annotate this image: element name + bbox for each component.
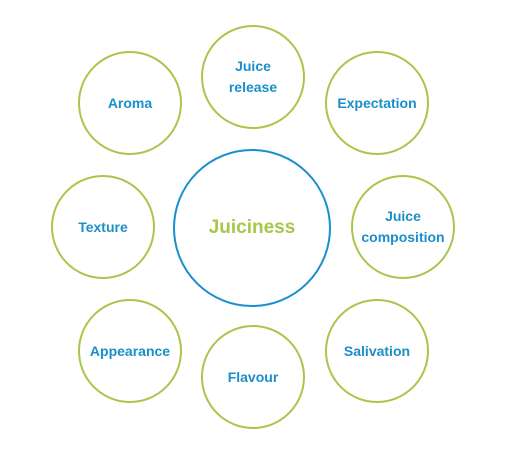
node-flavour: Flavour <box>201 325 305 429</box>
node-salivation-label: Salivation <box>343 342 411 359</box>
node-salivation: Salivation <box>325 299 429 403</box>
node-juice-composition-label: Juice composition <box>361 208 445 245</box>
node-appearance: Appearance <box>78 299 182 403</box>
node-flavour-label: Flavour <box>227 368 279 385</box>
node-juice-release: Juice release <box>201 25 305 129</box>
node-expectation: Expectation <box>325 51 429 155</box>
node-aroma-label: Aroma <box>107 94 153 111</box>
node-juice-release-label: Juice release <box>228 58 278 95</box>
node-texture-label: Texture <box>78 218 128 235</box>
center-node-label: Juiciness <box>208 217 296 238</box>
node-texture: Texture <box>51 175 155 279</box>
node-juice-composition: Juice composition <box>351 175 455 279</box>
center-node-juiciness: Juiciness <box>173 149 331 307</box>
node-appearance-label: Appearance <box>89 342 171 359</box>
node-expectation-label: Expectation <box>337 94 417 111</box>
node-aroma: Aroma <box>78 51 182 155</box>
